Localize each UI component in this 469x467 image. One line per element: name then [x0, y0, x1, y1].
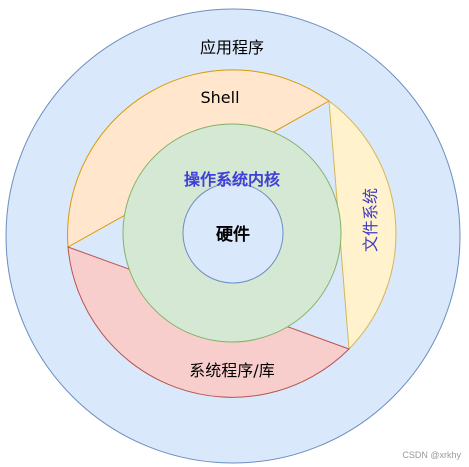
- system-programs-label: 系统程序/库: [189, 361, 274, 380]
- file-system-label: 文件系统: [361, 188, 380, 252]
- shell-label: Shell: [200, 88, 239, 107]
- file-system-sector: [328, 99, 397, 351]
- hardware-label: 硬件: [216, 224, 250, 245]
- applications-label: 应用程序: [200, 38, 264, 57]
- kernel-label: 操作系统内核: [184, 170, 280, 189]
- hardware-core: [182, 182, 284, 284]
- watermark: CSDN @xrkhy: [402, 450, 461, 460]
